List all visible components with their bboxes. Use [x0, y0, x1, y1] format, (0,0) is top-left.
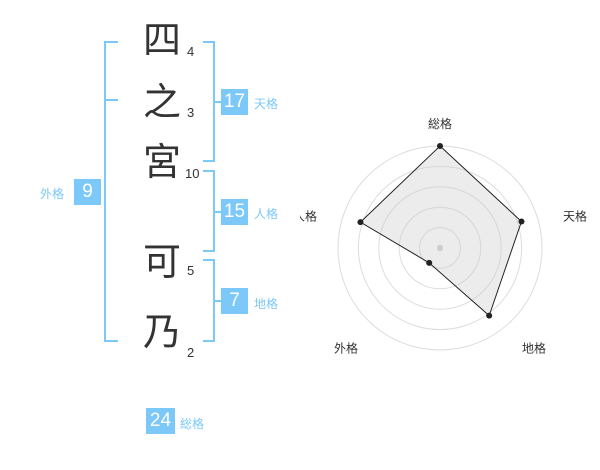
stroke-count-5: 2: [187, 345, 195, 360]
radar-point-3: [486, 312, 493, 319]
stroke-count-4: 5: [187, 263, 195, 278]
tenkaku-connector: [213, 101, 221, 103]
soukaku-label: 総格: [180, 417, 205, 431]
radar-point-2: [518, 218, 525, 225]
soukaku-value-badge: 24: [146, 408, 175, 434]
jinkaku-label: 人格: [254, 207, 279, 221]
stroke-count-2: 3: [187, 105, 195, 120]
gaikaku-bracket-divider: [104, 99, 118, 101]
radar-grid-ring: [378, 186, 502, 310]
stroke-count-3: 10: [185, 166, 200, 181]
radar-point-4: [426, 259, 433, 266]
radar-grid-ring: [398, 206, 482, 290]
chikaku-connector: [213, 300, 221, 302]
radar-series-polygon: [359, 145, 523, 317]
tenkaku-value-badge: 17: [221, 89, 248, 115]
name-char-5: 乃: [142, 310, 181, 354]
radar-axis-label-5: 人格: [300, 208, 317, 223]
radar-point-1: [437, 143, 443, 149]
radar-center-dot: [437, 245, 443, 251]
radar-axis-label-3: 地格: [522, 341, 546, 356]
radar-grid-ring: [357, 165, 523, 331]
jinkaku-connector: [213, 211, 221, 213]
gaikaku-label: 外格: [40, 187, 65, 201]
name-char-3: 宮: [142, 140, 181, 184]
name-char-4: 可: [142, 240, 181, 284]
gaikaku-value-badge: 9: [74, 179, 101, 205]
radar-grid-ring: [419, 227, 461, 269]
radar-axis-label-4: 外格: [334, 341, 358, 356]
radar-axis-label-1: 総格: [428, 116, 452, 131]
chikaku-value-badge: 7: [221, 288, 248, 314]
stroke-count-1: 4: [187, 44, 195, 59]
chikaku-label: 地格: [254, 297, 279, 311]
tenkaku-label: 天格: [254, 97, 279, 111]
name-char-2: 之: [142, 80, 181, 124]
radar-axis-label-2: 天格: [563, 208, 587, 223]
name-char-1: 四: [142, 18, 181, 62]
radar-point-5: [357, 219, 364, 226]
jinkaku-value-badge: 15: [221, 199, 248, 225]
gaikaku-bracket: [104, 41, 118, 342]
